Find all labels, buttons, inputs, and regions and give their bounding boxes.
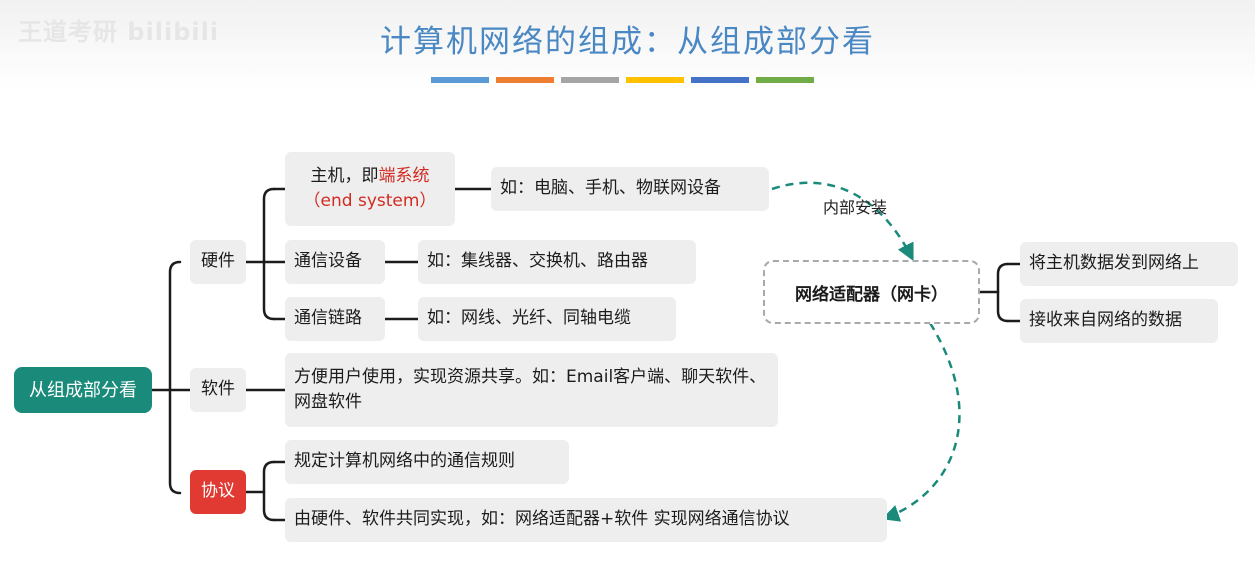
software-desc-node: 方便用户使用，实现资源共享。如：Email客户端、聊天软件、网盘软件 [285,353,778,427]
host-node: 主机，即端系统 （end system） [285,152,455,226]
host-example-node: 如：电脑、手机、物联网设备 [491,167,769,211]
comm-link-example-node: 如：网线、光纤、同轴电缆 [418,297,676,341]
end-system-label: 端系统 [378,165,430,186]
adapter-send-node: 将主机数据发到网络上 [1020,242,1238,286]
color-bar-segment [561,77,619,83]
software-node: 软件 [190,368,246,412]
install-label: 内部安装 [823,198,888,217]
color-bar-segment [496,77,554,83]
protocol-node: 协议 [190,470,246,514]
hardware-trunk [262,187,276,321]
color-bar-segment [756,77,814,83]
header-background [0,0,1255,90]
watermark: 王道考研 bilibili [18,18,220,46]
comm-device-example-node: 如：集线器、交换机、路由器 [418,240,696,284]
end-system-english: （end system） [303,191,437,211]
root-node: 从组成部分看 [14,367,152,413]
hardware-node: 硬件 [190,240,246,284]
host-pre: 主机，即 [310,165,379,186]
comm-link-node: 通信链路 [285,297,385,341]
color-bar-segment [691,77,749,83]
protocol-trunk [262,460,276,522]
protocol-rule-node: 规定计算机网络中的通信规则 [285,440,569,484]
host-line1: 主机，即端系统 [311,164,430,190]
protocol-impl-node: 由硬件、软件共同实现，如：网络适配器+软件 实现网络通信协议 [285,498,887,542]
root-trunk [168,260,182,495]
comm-device-node: 通信设备 [285,240,385,284]
color-bar-segment [431,77,489,83]
adapter-node: 网络适配器（网卡） [763,260,980,324]
impl-arrow [881,322,961,522]
color-bar-segment [626,77,684,83]
adapter-recv-node: 接收来自网络的数据 [1020,299,1218,343]
install-arrow [771,181,914,262]
page-title: 计算机网络的组成：从组成部分看 [380,24,875,60]
adapter-trunk [996,262,1010,323]
